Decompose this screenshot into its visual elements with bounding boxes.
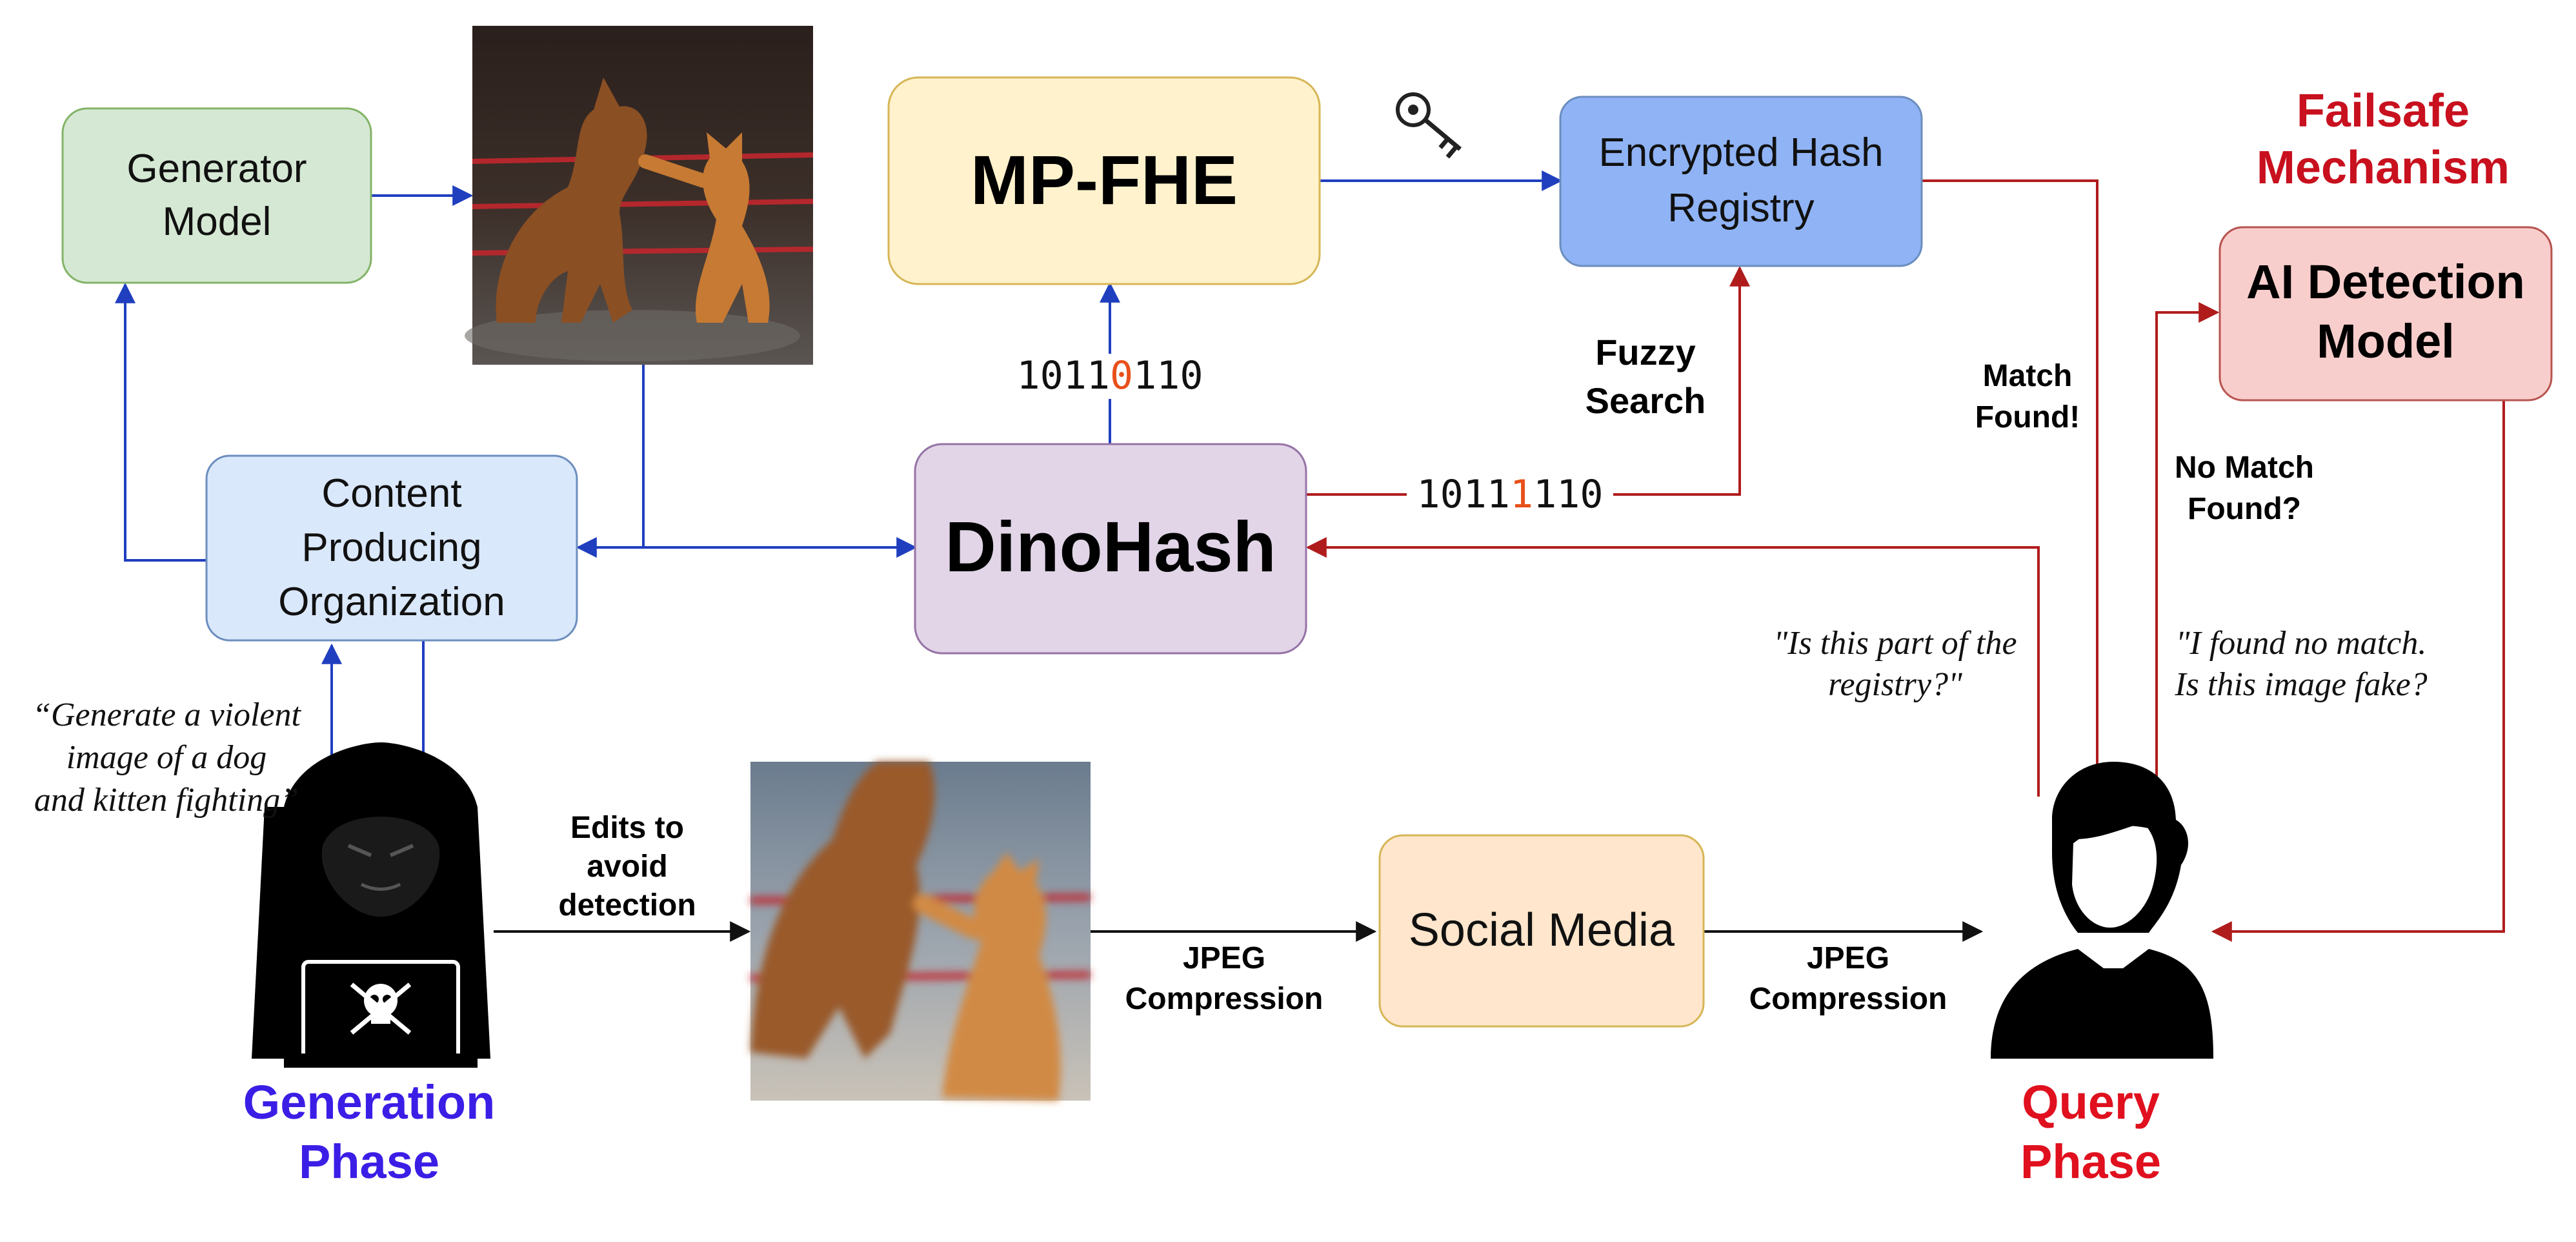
svg-text:Fuzzy: Fuzzy (1595, 332, 1696, 372)
svg-text:Match: Match (1983, 359, 2073, 393)
svg-text:Query: Query (2022, 1075, 2160, 1129)
svg-text:JPEG: JPEG (1183, 941, 1265, 975)
social-media-label: Social Media (1409, 904, 1675, 956)
svg-text:10110110: 10110110 (1017, 353, 1203, 398)
hash-top: 10110110 (1003, 353, 1216, 399)
svg-text:and kitten fighting”: and kitten fighting” (34, 782, 299, 819)
skull-icon (350, 982, 412, 1035)
jpeg-compression-left-label: JPEG Compression (1125, 941, 1323, 1016)
svg-text:"Is this part of the: "Is this part of the (1773, 625, 2017, 662)
svg-text:Compression: Compression (1125, 982, 1323, 1016)
failsafe-mechanism-title: Failsafe Mechanism (2257, 85, 2510, 194)
svg-text:Compression: Compression (1749, 982, 1947, 1016)
svg-text:Failsafe: Failsafe (2297, 85, 2470, 137)
svg-text:image of a dog: image of a dog (66, 739, 267, 776)
key-icon (1396, 92, 1462, 159)
svg-text:Found!: Found! (1975, 400, 2080, 434)
hash-top-changed-bit: 0 (1110, 353, 1133, 398)
svg-text:registry?": registry?" (1828, 666, 1963, 703)
jpeg-compression-right-label: JPEG Compression (1749, 941, 1947, 1016)
svg-text:“Generate a violent: “Generate a violent (32, 697, 301, 733)
hacker-icon (252, 742, 490, 1068)
edits-label: Edits to avoid detection (558, 811, 696, 922)
user-icon (1991, 762, 2213, 1059)
registry-label-1: Encrypted Hash (1598, 130, 1883, 175)
social-media-box: Social Media (1378, 834, 1705, 1028)
hash-right-changed-bit: 1 (1510, 472, 1533, 517)
fake-question-quote: "I found no match. Is this image fake? (2174, 625, 2427, 703)
arrow-ai-detection-to-query (2211, 400, 2505, 942)
svg-text:10111110: 10111110 (1417, 472, 1604, 517)
svg-text:Is this image fake?: Is this image fake? (2174, 666, 2427, 703)
svg-text:Edits to: Edits to (570, 811, 684, 845)
svg-text:detection: detection (558, 888, 696, 922)
red-connectors (1305, 179, 2505, 942)
generator-model-box: Generator Model (61, 107, 372, 284)
arrow-org-to-generator (115, 282, 206, 562)
generated-image (465, 26, 814, 365)
mp-fhe-box: MP-FHE (887, 76, 1321, 285)
hash-top-prefix: 1011 (1017, 353, 1111, 398)
dinohash-box: DinoHash (914, 443, 1307, 655)
match-found-label: Match Found! (1975, 359, 2080, 434)
hash-right-suffix: 110 (1533, 472, 1603, 517)
hash-right-prefix: 1011 (1417, 472, 1511, 517)
svg-text:Found?: Found? (2188, 492, 2301, 526)
svg-text:Phase: Phase (299, 1135, 439, 1188)
fuzzy-search-label: Fuzzy Search (1585, 332, 1706, 421)
generator-model-label-1: Generator (126, 147, 307, 191)
hash-top-suffix: 110 (1133, 353, 1203, 398)
content-producing-org-box: Content Producing Organization (205, 454, 578, 642)
svg-text:avoid: avoid (587, 850, 667, 884)
hash-right: 10111110 (1407, 472, 1613, 518)
ai-detection-model-box: AI Detection Model (2219, 226, 2553, 402)
ai-detection-label-2: Model (2317, 314, 2455, 368)
edited-image (750, 762, 1091, 1101)
org-label-1: Content (321, 471, 461, 516)
no-match-found-label: No Match Found? (2175, 451, 2314, 526)
svg-text:Phase: Phase (2020, 1135, 2161, 1188)
query-phase-title: Query Phase (2020, 1075, 2161, 1188)
arrow-hash-to-registry (1613, 265, 1750, 496)
svg-text:"I found no match.: "I found no match. (2176, 625, 2427, 662)
svg-text:JPEG: JPEG (1807, 941, 1889, 975)
registry-question-quote: "Is this part of the registry?" (1773, 625, 2017, 703)
svg-text:Generation: Generation (243, 1075, 496, 1129)
generation-phase-title: Generation Phase (243, 1075, 496, 1188)
ai-detection-label-1: AI Detection (2246, 255, 2525, 309)
prompt-quote: “Generate a violent image of a dog and k… (32, 697, 301, 819)
org-label-2: Producing (301, 525, 481, 570)
org-label-3: Organization (278, 580, 505, 624)
arrow-query-to-ai-detection (2155, 302, 2220, 797)
mp-fhe-label: MP-FHE (971, 141, 1238, 219)
registry-label-2: Registry (1667, 186, 1814, 230)
arrow-registry-to-query (1922, 179, 2108, 799)
svg-text:Search: Search (1585, 380, 1706, 421)
svg-text:Mechanism: Mechanism (2257, 142, 2510, 194)
arrow-query-to-dinohash (1305, 537, 2040, 797)
dinohash-label: DinoHash (945, 507, 1276, 587)
encrypted-hash-registry-box: Encrypted Hash Registry (1559, 96, 1923, 267)
generator-model-label-2: Model (163, 199, 272, 244)
svg-text:No Match: No Match (2175, 451, 2314, 485)
